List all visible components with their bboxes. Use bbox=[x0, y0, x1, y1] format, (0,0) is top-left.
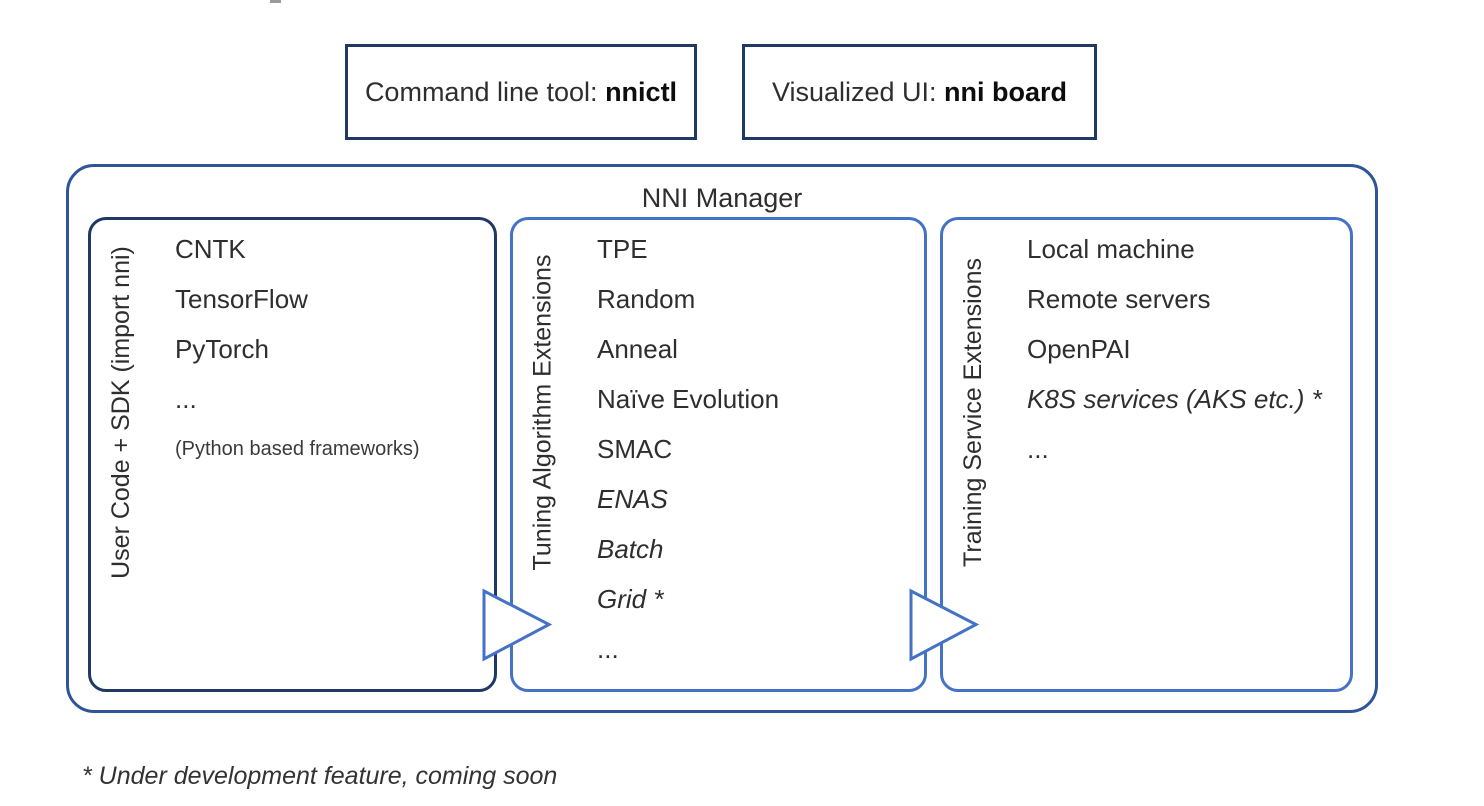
list-item: TPE bbox=[597, 234, 648, 264]
list-item: Naïve Evolution bbox=[597, 384, 780, 414]
list-item: OpenPAI bbox=[1027, 334, 1131, 364]
visualized-ui-box: Visualized UI: nni board bbox=[742, 44, 1097, 140]
user-code-sdk-box: User Code + SDK (import nni) CNTK TensorF… bbox=[88, 217, 497, 692]
list-item: Batch bbox=[597, 534, 664, 564]
list-item: Random bbox=[597, 284, 696, 314]
list-item: Grid * bbox=[597, 584, 664, 614]
tuning-algorithm-label-strip: Tuning Algorithm Extensions bbox=[515, 220, 571, 604]
training-service-label-strip: Training Service Extensions bbox=[945, 220, 1001, 604]
training-service-box: Training Service Extensions Local machin… bbox=[940, 217, 1353, 692]
training-service-label: Training Service Extensions bbox=[958, 257, 987, 567]
user-code-sdk-label: User Code + SDK (import nni) bbox=[106, 245, 135, 579]
command-line-tool-label: Command line tool: bbox=[364, 76, 606, 107]
user-code-sdk-label-strip: User Code + SDK (import nni) bbox=[93, 220, 149, 604]
list-item: ENAS bbox=[597, 484, 668, 514]
list-item: ... bbox=[597, 634, 619, 664]
list-item: K8S services (AKS etc.) * bbox=[1027, 384, 1322, 414]
list-item: (Python based frameworks) bbox=[175, 438, 420, 460]
visualized-ui-label: Visualized UI: bbox=[771, 76, 945, 107]
nni-board-label: nni board bbox=[944, 76, 1068, 107]
screen-artifact bbox=[270, 0, 281, 3]
command-line-tool-box: Command line tool: nnictl bbox=[345, 44, 697, 140]
list-item: PyTorch bbox=[175, 334, 269, 364]
footnote: * Under development feature, coming soon bbox=[82, 762, 558, 790]
nnictl-label: nnictl bbox=[605, 76, 678, 107]
list-item: CNTK bbox=[175, 234, 246, 264]
list-item: SMAC bbox=[597, 434, 673, 464]
nni-manager-title: NNI Manager bbox=[641, 183, 803, 213]
list-item: TensorFlow bbox=[175, 284, 308, 314]
tuning-algorithm-label: Tuning Algorithm Extensions bbox=[528, 254, 557, 570]
list-item: ... bbox=[1027, 434, 1049, 464]
list-item: Local machine bbox=[1027, 234, 1195, 264]
flow-arrow-icon bbox=[909, 588, 980, 662]
list-item: Remote servers bbox=[1027, 284, 1211, 314]
list-item: ... bbox=[175, 384, 197, 414]
list-item: Anneal bbox=[597, 334, 678, 364]
flow-arrow-icon bbox=[482, 588, 553, 662]
